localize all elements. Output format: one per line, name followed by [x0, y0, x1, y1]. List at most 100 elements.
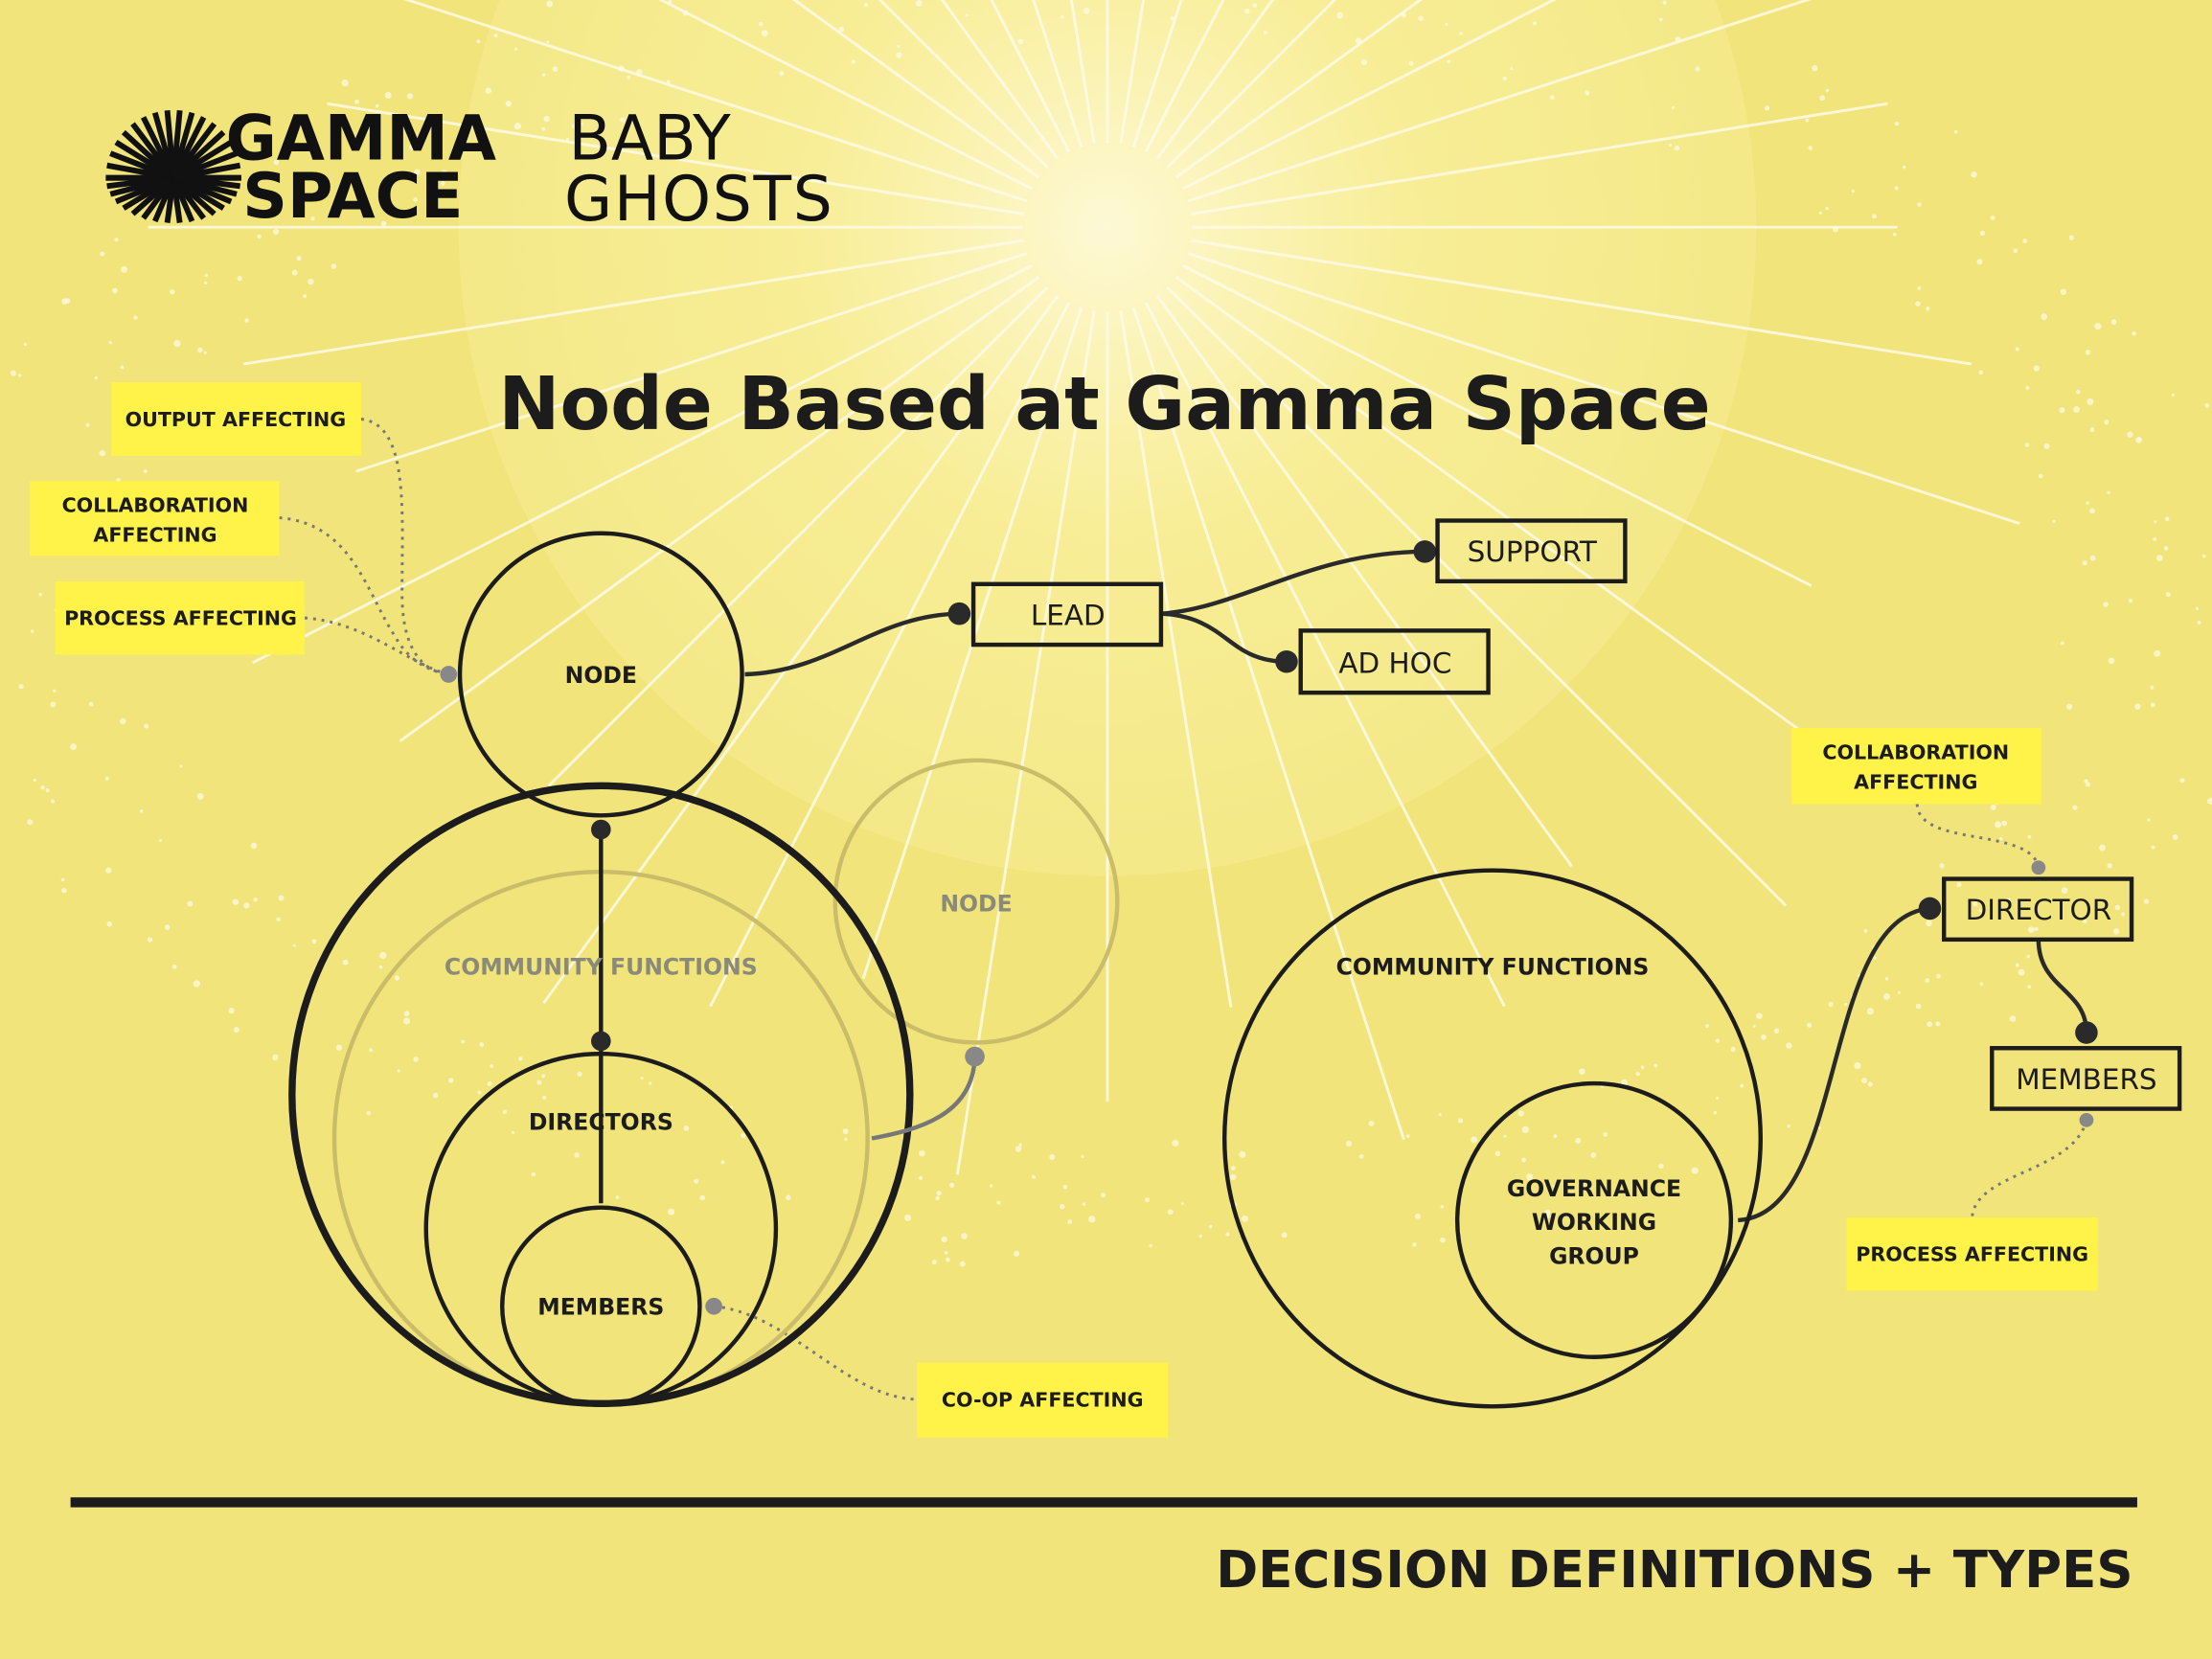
dot — [1805, 118, 1810, 123]
dot — [233, 1027, 239, 1034]
dot — [536, 1079, 542, 1085]
role-members: MEMBERS — [1990, 1046, 2182, 1111]
dot — [1764, 105, 1770, 111]
role-adhoc: AD HOC — [1298, 628, 1491, 695]
dot — [1873, 956, 1877, 960]
dot — [615, 1195, 620, 1199]
dot — [2027, 926, 2035, 933]
dot — [1345, 1140, 1353, 1148]
sun-ray — [709, 302, 1071, 1008]
dot — [1658, 1163, 1664, 1170]
governance-label: GOVERNANCE — [1507, 1175, 1681, 1202]
dot — [2150, 702, 2155, 708]
sun-ray — [1144, 302, 1506, 1008]
dot — [1368, 1120, 1375, 1126]
dot — [203, 281, 208, 285]
dot — [945, 1257, 950, 1262]
dot — [2195, 606, 2200, 611]
dot — [1144, 1197, 1151, 1203]
dot — [108, 340, 112, 345]
dot — [931, 1260, 937, 1265]
dot — [580, 122, 583, 125]
dot — [232, 898, 239, 905]
dot — [413, 197, 418, 202]
dot — [1691, 1167, 1699, 1174]
dot — [919, 1175, 924, 1180]
dot — [1956, 882, 1962, 888]
dot — [699, 1194, 706, 1201]
dot — [935, 1195, 940, 1201]
dot — [1015, 1146, 1022, 1152]
dot — [1526, 1173, 1534, 1181]
dot — [1510, 67, 1514, 71]
dot — [1502, 76, 1507, 80]
dot — [144, 723, 149, 729]
dot — [173, 339, 181, 348]
dot — [990, 1184, 993, 1188]
dot — [244, 318, 250, 323]
dot — [2072, 805, 2078, 810]
dot — [919, 1149, 925, 1157]
dot — [1355, 37, 1362, 44]
dot — [296, 255, 302, 261]
dot — [2121, 912, 2126, 917]
dot — [50, 799, 56, 804]
dot — [250, 842, 258, 850]
role-support: SUPPORT — [1435, 518, 1628, 584]
dot — [2128, 599, 2133, 603]
dot — [38, 592, 42, 597]
dot — [618, 65, 625, 72]
dot — [432, 1092, 439, 1099]
dot — [2022, 239, 2028, 244]
dot — [2027, 834, 2032, 839]
dot — [944, 1250, 948, 1255]
dot — [2075, 389, 2081, 395]
dot — [1713, 1110, 1718, 1115]
dot — [1662, 0, 1667, 5]
dot — [1060, 14, 1064, 19]
dot — [369, 1048, 374, 1053]
dot — [2163, 545, 2169, 551]
dot — [114, 238, 119, 242]
dot — [384, 91, 392, 99]
dot — [741, 1132, 746, 1139]
dot — [2171, 393, 2175, 398]
dot — [1017, 38, 1024, 45]
dot — [2099, 844, 2106, 852]
dot — [666, 80, 671, 84]
dot — [1083, 8, 1090, 14]
dot — [40, 784, 45, 790]
sun-ray — [547, 285, 1049, 787]
dot — [1808, 146, 1813, 150]
dot — [237, 276, 242, 282]
sun-ray — [1174, 275, 1816, 743]
dot — [2082, 560, 2087, 566]
dot — [542, 1095, 547, 1100]
label-text: COLLABORATION — [1822, 740, 2009, 763]
dot — [2001, 820, 2008, 827]
dot — [577, 1071, 582, 1077]
dot — [1866, 1008, 1874, 1015]
dot — [2151, 845, 2155, 850]
dot — [2027, 985, 2032, 989]
dot — [1828, 1001, 1834, 1008]
dot — [104, 776, 109, 781]
faded-node-connector — [871, 1057, 977, 1141]
dot — [1917, 286, 1922, 290]
label-collaboration-affecting: COLLABORATION AFFECTING — [29, 481, 280, 557]
dot — [477, 1090, 482, 1095]
dot — [2201, 554, 2206, 558]
dot — [2150, 685, 2155, 690]
dot — [1971, 171, 1977, 178]
dot — [485, 87, 492, 94]
dot — [941, 1236, 947, 1243]
dot — [1787, 1125, 1790, 1128]
dot — [668, 1208, 675, 1216]
dot — [476, 39, 481, 44]
dot — [1825, 88, 1829, 93]
dot — [546, 40, 550, 44]
dot — [2135, 437, 2142, 443]
governance-label: WORKING — [1532, 1209, 1656, 1236]
sun-ray — [1119, 310, 1233, 1008]
